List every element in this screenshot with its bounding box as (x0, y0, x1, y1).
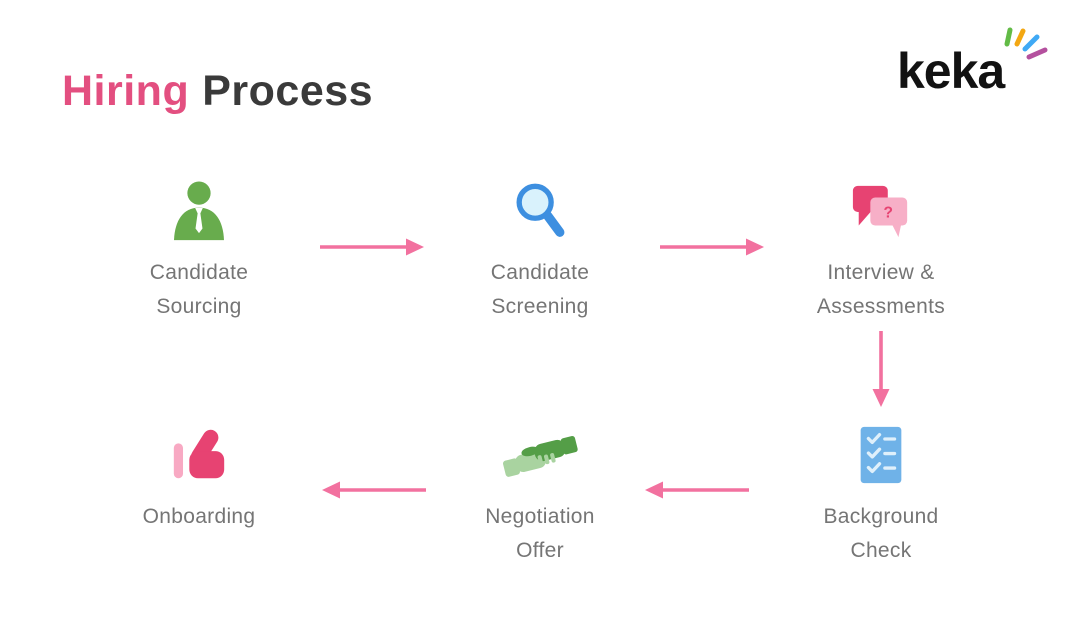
step-interview-assessments: ? Interview & Assessments (771, 178, 991, 324)
step-negotiation-offer: Negotiation Offer (430, 422, 650, 568)
page-title-highlight: Hiring (62, 67, 190, 115)
step-background-check: Background Check (771, 422, 991, 568)
svg-text:?: ? (884, 204, 893, 221)
chat-bubbles-icon: ? (771, 178, 991, 244)
keka-logo-text: keka (897, 43, 1005, 99)
arrow-left-icon-1 (645, 481, 749, 499)
step-label: Candidate Screening (490, 261, 590, 318)
person-tie-icon (89, 178, 309, 244)
arrow-right-icon-1 (320, 238, 424, 256)
thumbs-up-icon (89, 422, 309, 488)
arrow-left-icon-2 (322, 481, 426, 499)
keka-logo-rays-icon (1004, 27, 1048, 60)
step-label: Background Check (823, 505, 939, 562)
step-label: Onboarding (142, 505, 256, 528)
magnifier-icon (430, 178, 650, 244)
handshake-icon (430, 422, 650, 488)
step-label: Negotiation Offer (485, 505, 595, 562)
arrow-right-icon-2 (660, 238, 764, 256)
step-label: Candidate Sourcing (149, 261, 249, 318)
step-label: Interview & Assessments (816, 261, 946, 318)
step-onboarding: Onboarding (89, 422, 309, 534)
step-candidate-sourcing: Candidate Sourcing (89, 178, 309, 324)
checklist-icon (771, 422, 991, 488)
arrow-down-icon (872, 331, 890, 407)
step-candidate-screening: Candidate Screening (430, 178, 650, 324)
page-title-rest: Process (202, 67, 374, 115)
keka-logo: keka (897, 27, 1048, 99)
